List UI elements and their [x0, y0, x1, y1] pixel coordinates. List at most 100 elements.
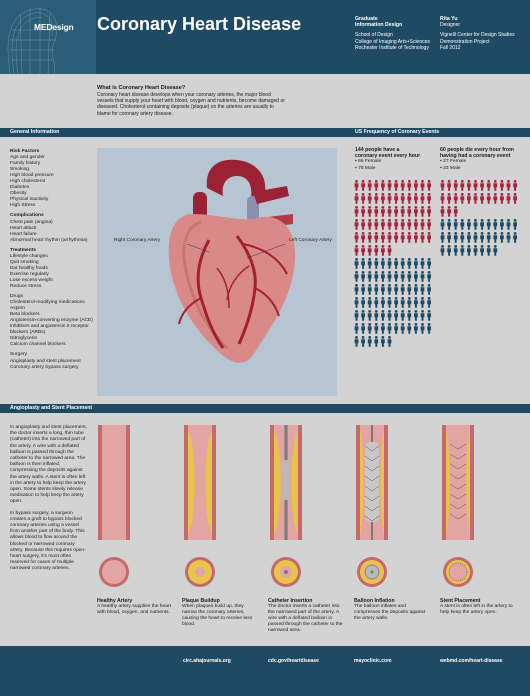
- female-person-icon: [506, 193, 511, 204]
- footer-link[interactable]: cdc.gov/heartdisease: [268, 658, 319, 664]
- female-person-icon: [427, 193, 431, 204]
- step-title: Catheter Insertion: [268, 598, 313, 604]
- stat-right-heading-1: 60 people die every hour from: [440, 147, 514, 153]
- treatment-item: Coronary artery bypass surgery: [10, 364, 79, 370]
- male-person-icon: [361, 284, 365, 295]
- male-person-icon: [440, 245, 445, 256]
- male-person-icon: [387, 284, 392, 295]
- male-person-icon: [486, 245, 491, 256]
- footer-link[interactable]: mayoclinic.com: [354, 658, 392, 664]
- female-person-icon: [367, 206, 372, 217]
- male-person-icon: [381, 258, 385, 269]
- male-person-icon: [500, 232, 504, 243]
- male-person-icon: [473, 219, 478, 230]
- step-title: Healthy Artery: [97, 598, 133, 604]
- female-person-icon: [354, 206, 359, 217]
- female-person-icon: [354, 180, 359, 191]
- designer-line: Rita Yu: [440, 16, 458, 22]
- male-person-icon: [407, 284, 412, 295]
- male-person-icon: [374, 258, 379, 269]
- stat-left-male: ▪ 78 Male: [355, 165, 376, 171]
- male-person-icon: [394, 310, 398, 321]
- female-person-icon: [381, 193, 385, 204]
- complication-item: Abnormal heart rhythm (arrhythmia): [10, 237, 88, 243]
- section-title-frequency: US Frequency of Coronary Events: [355, 129, 440, 135]
- female-person-icon: [374, 206, 379, 217]
- male-person-icon: [400, 310, 405, 321]
- male-person-icon: [506, 232, 511, 243]
- female-person-icon: [400, 232, 405, 243]
- complication-item: Heart attack: [10, 225, 37, 231]
- footer-link[interactable]: circ.ahajournals.org: [183, 658, 231, 664]
- female-person-icon: [407, 193, 412, 204]
- male-person-icon: [367, 323, 372, 334]
- male-person-icon: [394, 271, 398, 282]
- male-person-icon: [367, 297, 372, 308]
- female-person-icon: [460, 180, 465, 191]
- male-person-icon: [427, 271, 431, 282]
- female-person-icon: [414, 180, 418, 191]
- male-person-icon: [374, 323, 379, 334]
- treatment-item: Reduce stress: [10, 283, 42, 289]
- male-person-icon: [427, 323, 431, 334]
- treatment-item: inhibitors and angiotensin II receptor: [10, 324, 89, 330]
- intro-title: What is Coronary Heart Disease?: [97, 85, 186, 91]
- male-person-icon: [440, 219, 445, 230]
- female-person-icon: [381, 206, 385, 217]
- male-person-icon: [414, 258, 418, 269]
- male-person-icon: [387, 310, 392, 321]
- male-person-icon: [453, 219, 458, 230]
- female-person-icon: [414, 206, 418, 217]
- male-person-icon: [354, 284, 359, 295]
- female-person-icon: [473, 193, 478, 204]
- footer-link[interactable]: webmd.com/heart-disease: [440, 658, 503, 664]
- male-person-icon: [493, 219, 498, 230]
- female-person-icon: [374, 219, 379, 230]
- female-person-icon: [453, 193, 458, 204]
- risk-factor-item: High blood pressure: [10, 173, 54, 179]
- male-person-icon: [480, 219, 484, 230]
- female-person-icon: [361, 206, 365, 217]
- male-person-icon: [361, 310, 365, 321]
- risk-factor-item: High Stress: [10, 203, 36, 209]
- program-line: Graduate: [355, 16, 378, 22]
- male-person-icon: [460, 232, 465, 243]
- female-person-icon: [367, 219, 372, 230]
- female-person-icon: [513, 193, 517, 204]
- female-person-icon: [394, 193, 398, 204]
- male-person-icon: [407, 271, 412, 282]
- female-person-icon: [500, 193, 504, 204]
- treatment-item: Nitroglycerin: [10, 336, 38, 342]
- page-title: Coronary Heart Disease: [97, 14, 302, 34]
- female-person-icon: [414, 193, 418, 204]
- female-person-icon: [361, 193, 365, 204]
- female-person-icon: [480, 193, 484, 204]
- treatment-item: Eat healthy foods: [10, 265, 48, 271]
- male-person-icon: [394, 258, 398, 269]
- female-person-icon: [440, 206, 445, 217]
- female-person-icon: [427, 206, 431, 217]
- stat-left-heading-2: coronary event every hour: [355, 153, 421, 160]
- female-person-icon: [354, 232, 359, 243]
- stat-left-female: ▪ 66 Female: [355, 159, 382, 165]
- treatment-item: Beta blockers: [10, 312, 40, 318]
- treatment-item: Calcium channel blockers: [10, 342, 66, 348]
- female-person-icon: [354, 219, 359, 230]
- female-person-icon: [420, 219, 425, 230]
- female-person-icon: [420, 193, 425, 204]
- male-person-icon: [506, 219, 511, 230]
- step-title: Stent Placement: [440, 598, 481, 604]
- female-person-icon: [400, 219, 405, 230]
- step-title: Plaque Buildup: [182, 598, 220, 604]
- healthy-artery-illustration: [98, 425, 130, 587]
- male-person-icon: [367, 310, 372, 321]
- female-person-icon: [374, 180, 379, 191]
- male-person-icon: [453, 245, 458, 256]
- male-person-icon: [427, 284, 431, 295]
- female-person-icon: [420, 180, 425, 191]
- male-person-icon: [400, 284, 405, 295]
- male-person-icon: [420, 284, 425, 295]
